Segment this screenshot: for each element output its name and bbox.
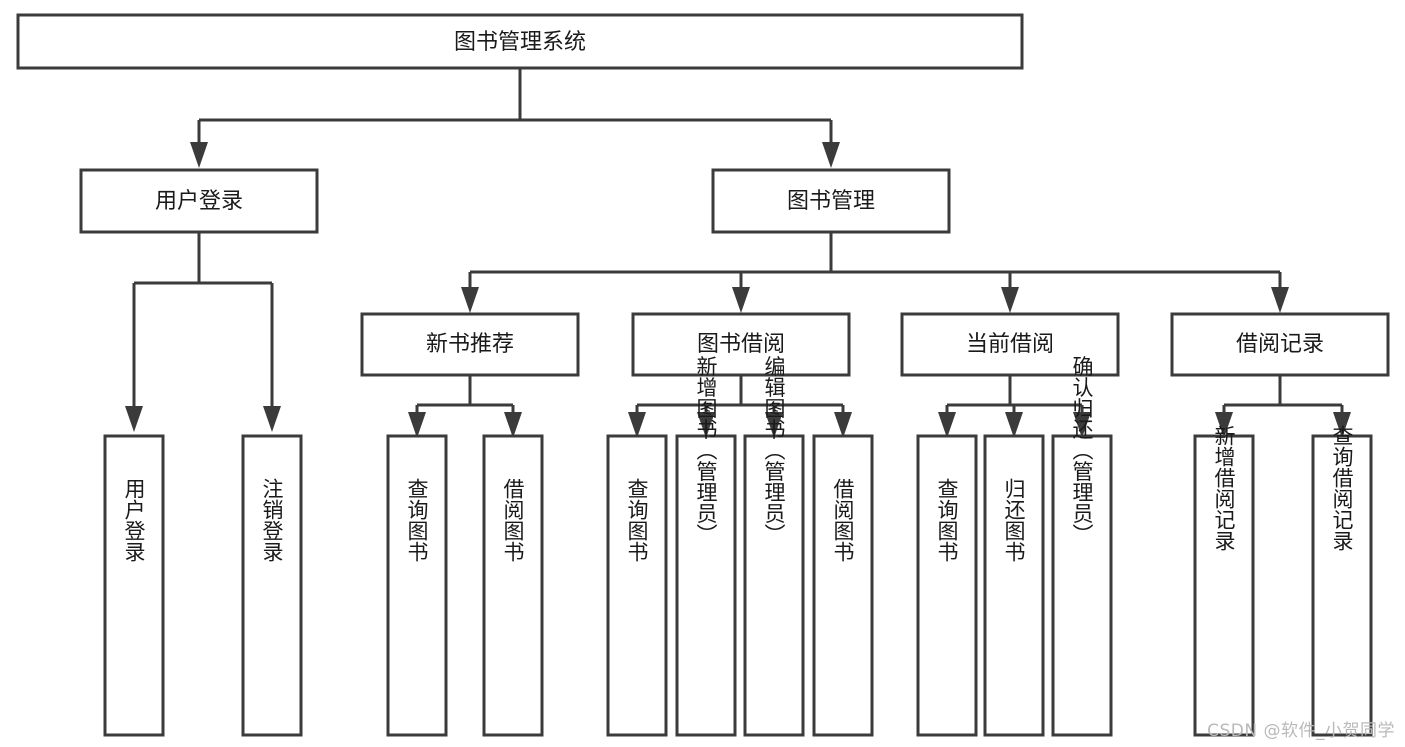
node-new-book-recommend[interactable]: 新书推荐 [360,312,580,377]
node-leaf-add-record-label: 新增借阅记录 [1212,425,1236,551]
edge-book-borrow-to-leaves [628,375,852,438]
arrow-icon [461,287,479,313]
node-user-login[interactable]: 用户登录 [79,168,319,234]
node-current-borrow[interactable]: 当前借阅 [900,312,1120,377]
arrow-icon [504,412,522,438]
node-leaf-query-book-3-label: 查询图书 [935,478,959,562]
arrow-icon [408,412,426,438]
arrow-icon [628,412,646,438]
node-leaf-borrow-book-1[interactable]: 借阅图书 [482,434,544,737]
node-leaf-confirm-return-label: 确认归还（管理员） [1070,356,1094,545]
node-leaf-borrow-book-2-label: 借阅图书 [831,478,855,562]
node-borrow-record[interactable]: 借阅记录 [1170,312,1390,377]
arrow-icon [732,287,750,313]
node-leaf-logout[interactable]: 注销登录 [241,434,303,737]
node-leaf-query-book-2[interactable]: 查询图书 [606,434,668,737]
node-new-book-recommend-label: 新书推荐 [426,332,514,357]
node-user-login-label: 用户登录 [155,189,243,214]
node-leaf-query-record-label: 查询借阅记录 [1330,425,1354,551]
arrow-icon [1001,287,1019,313]
node-leaf-add-book-label: 新增图书（管理员） [694,356,718,545]
node-book-manage-label: 图书管理 [787,189,875,214]
node-borrow-record-label: 借阅记录 [1236,332,1324,357]
node-leaf-borrow-book-2[interactable]: 借阅图书 [812,434,874,737]
arrow-icon [938,412,956,438]
node-leaf-confirm-return[interactable]: 确认归还（管理员） [1051,356,1113,737]
node-book-borrow-label: 图书借阅 [697,332,785,357]
node-leaf-user-login-label: 用户登录 [122,478,146,562]
node-leaf-edit-book[interactable]: 编辑图书（管理员） [743,356,805,737]
node-root[interactable]: 图书管理系统 [16,13,1024,70]
node-leaf-return-book-label: 归还图书 [1002,478,1026,562]
node-root-label: 图书管理系统 [454,30,586,55]
edge-book-manage-to-level3 [461,232,1289,313]
arrow-icon [263,406,281,432]
node-leaf-add-book[interactable]: 新增图书（管理员） [675,356,737,737]
arrow-icon [822,142,840,168]
edge-user-login-to-leaves [125,232,281,432]
node-leaf-borrow-book-1-label: 借阅图书 [501,478,525,562]
node-book-manage[interactable]: 图书管理 [711,168,951,234]
node-leaf-query-record[interactable]: 查询借阅记录 [1311,425,1373,737]
edge-current-borrow-to-leaves [938,375,1091,438]
node-book-borrow[interactable]: 图书借阅 [631,312,851,377]
node-leaf-edit-book-label: 编辑图书（管理员） [762,356,786,545]
arrow-icon [190,142,208,168]
arrow-icon [1271,287,1289,313]
edge-new-book-recommend-to-leaves [408,375,522,438]
arrow-icon [125,406,143,432]
node-leaf-add-record[interactable]: 新增借阅记录 [1193,425,1255,737]
node-leaf-query-book-2-label: 查询图书 [625,478,649,562]
node-current-borrow-label: 当前借阅 [966,332,1054,357]
arrow-icon [834,412,852,438]
node-leaf-query-book-1[interactable]: 查询图书 [386,434,448,737]
node-leaf-query-book-1-label: 查询图书 [405,478,429,562]
edge-root-to-level2 [190,68,840,168]
edge-borrow-record-to-leaves [1215,375,1351,438]
node-leaf-return-book[interactable]: 归还图书 [983,434,1045,737]
node-leaf-query-book-3[interactable]: 查询图书 [916,434,978,737]
arrow-icon [1005,412,1023,438]
node-leaf-user-login[interactable]: 用户登录 [103,434,165,737]
node-leaf-logout-label: 注销登录 [260,478,284,562]
